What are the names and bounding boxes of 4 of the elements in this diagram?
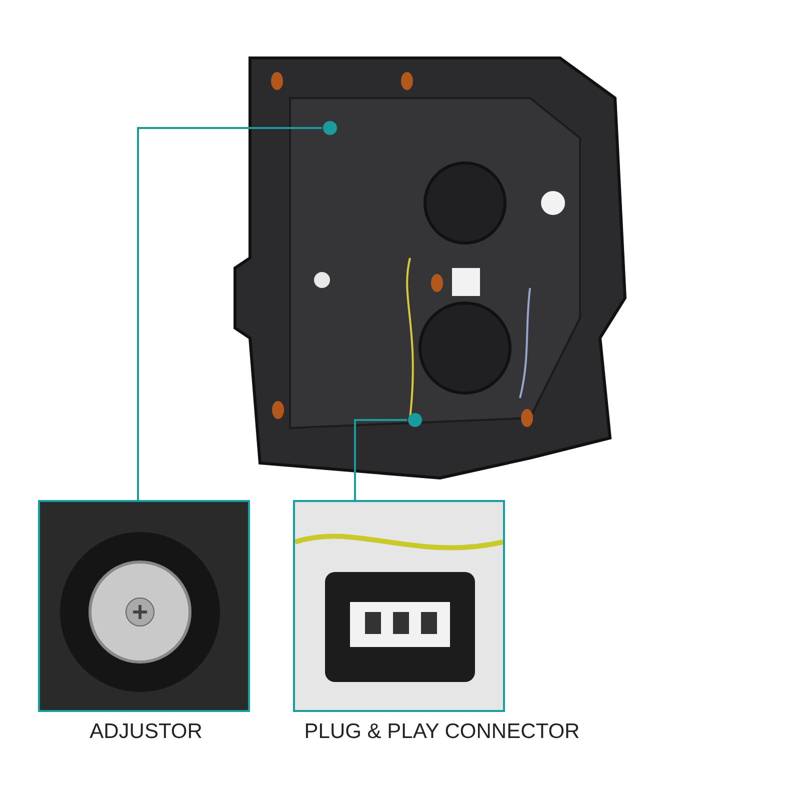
node-label: ADJUSTOR bbox=[90, 720, 202, 744]
node-label: PLUG & PLAY CONNECTOR bbox=[304, 720, 580, 744]
leader-line bbox=[137, 127, 322, 500]
leader-line bbox=[354, 419, 407, 500]
